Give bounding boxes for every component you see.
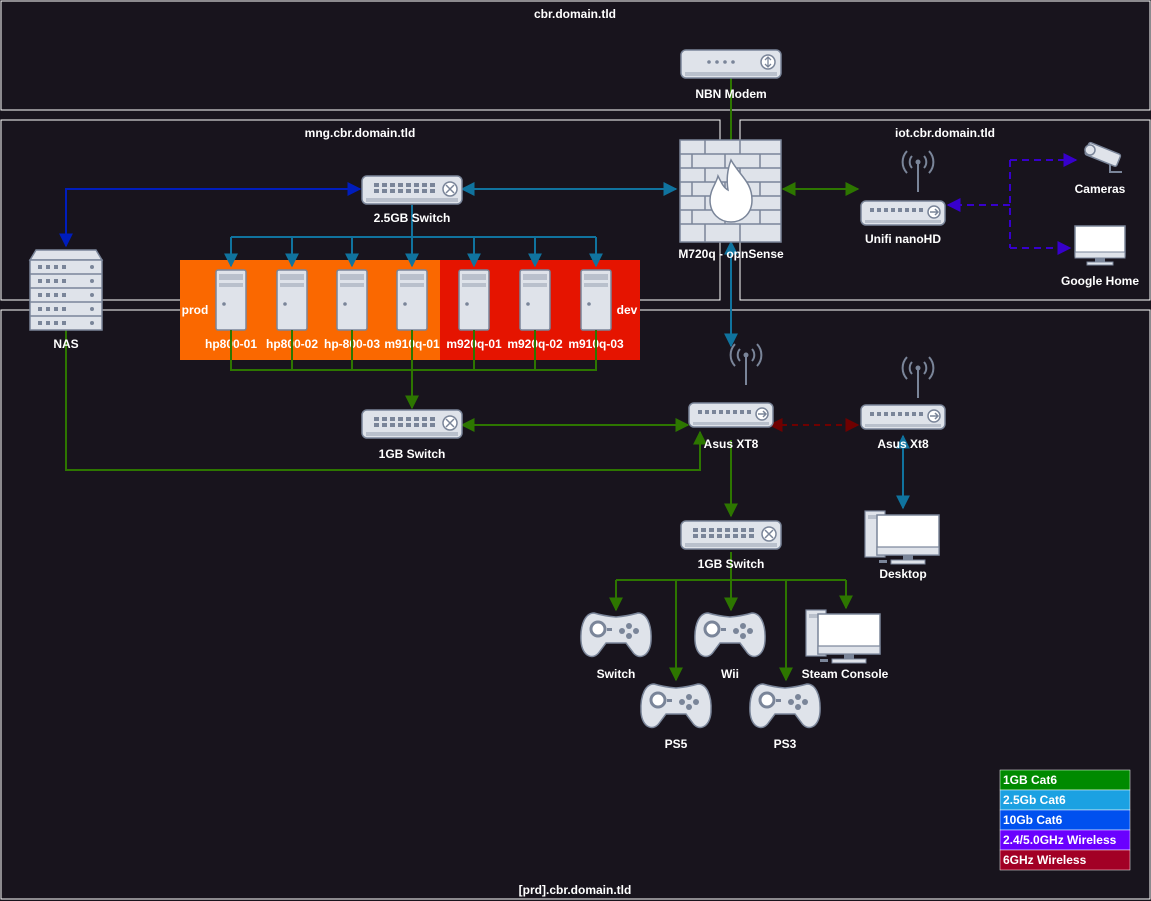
legend-label: 2.4/5.0GHz Wireless xyxy=(1003,833,1117,847)
link-servers-green-drops xyxy=(291,330,536,370)
server-icon-m910q-01[interactable] xyxy=(396,269,428,331)
switch-1gb-icon[interactable] xyxy=(361,409,463,439)
legend: 1GB Cat6 2.5Gb Cat6 10Gb Cat6 2.4/5.0GHz Wi… xyxy=(999,769,1131,871)
firewall-icon[interactable] xyxy=(679,139,782,243)
asus-node-label: Asus Xt8 xyxy=(877,437,929,451)
switch-25gb-icon[interactable] xyxy=(361,175,463,205)
ps5-icon[interactable] xyxy=(639,682,713,729)
switch-1gb-label: 1GB Switch xyxy=(379,447,446,461)
camera-icon[interactable] xyxy=(1084,141,1122,173)
server-icon-hp800-01[interactable] xyxy=(215,269,247,331)
switch-1gb-b-label: 1GB Switch xyxy=(698,557,765,571)
links xyxy=(59,78,1078,682)
dev-group-label: dev xyxy=(617,303,638,317)
server-icon-hp-800-03[interactable] xyxy=(336,269,368,331)
switch-25gb-label: 2.5GB Switch xyxy=(374,211,451,225)
desktop-icon[interactable] xyxy=(864,510,940,565)
nas-icon[interactable] xyxy=(28,249,104,331)
ps3-label: PS3 xyxy=(774,737,797,751)
server-icon-m910q-03[interactable] xyxy=(580,269,612,331)
legend-label: 2.5Gb Cat6 xyxy=(1003,793,1066,807)
firewall-label: M720q - opnSense xyxy=(678,247,784,261)
link-nas-asus xyxy=(65,320,707,471)
google-home-icon[interactable] xyxy=(1074,225,1126,266)
legend-swatch xyxy=(999,849,1131,871)
steam-console-label: Steam Console xyxy=(802,667,889,681)
switch-1gb-b-icon[interactable] xyxy=(680,520,782,550)
zone-title-iot: iot.cbr.domain.tld xyxy=(895,126,995,140)
prod-group-label: prod xyxy=(182,303,209,317)
switch-console-icon[interactable] xyxy=(579,611,653,658)
ps5-label: PS5 xyxy=(665,737,688,751)
asus-main-antenna-icon xyxy=(729,343,763,386)
link-nas-switch25 xyxy=(59,182,362,248)
unifi-label: Unifi nanoHD xyxy=(865,232,941,246)
legend-label: 6GHz Wireless xyxy=(1003,853,1087,867)
asus-node-antenna-icon xyxy=(901,356,935,399)
cameras-label: Cameras xyxy=(1075,182,1126,196)
legend-label: 10Gb Cat6 xyxy=(1003,813,1063,827)
zone-title-cbr: cbr.domain.tld xyxy=(534,7,616,21)
asus-main-icon[interactable] xyxy=(688,402,774,428)
modem-icon[interactable] xyxy=(680,49,782,79)
switch-console-label: Switch xyxy=(597,667,636,681)
asus-main-label: Asus XT8 xyxy=(704,437,759,451)
zone-title-mng: mng.cbr.domain.tld xyxy=(305,126,416,140)
unifi-icon[interactable] xyxy=(860,200,946,226)
desktop-label: Desktop xyxy=(879,567,926,581)
steam-console-icon[interactable] xyxy=(805,609,881,664)
server-icon-hp800-02[interactable] xyxy=(276,269,308,331)
legend-label: 1GB Cat6 xyxy=(1003,773,1057,787)
unifi-antenna-icon xyxy=(901,150,935,193)
server-icon-m920q-01[interactable] xyxy=(458,269,490,331)
ps3-icon[interactable] xyxy=(748,682,822,729)
link-servers-green-bus xyxy=(230,330,597,371)
zone-title-prd: [prd].cbr.domain.tld xyxy=(519,883,632,897)
server-icon-m920q-02[interactable] xyxy=(519,269,551,331)
zone-cbr xyxy=(0,0,1151,111)
nas-label: NAS xyxy=(53,337,78,351)
google-home-label: Google Home xyxy=(1061,274,1139,288)
wii-label: Wii xyxy=(721,667,739,681)
wii-icon[interactable] xyxy=(693,611,767,658)
modem-label: NBN Modem xyxy=(695,87,766,101)
zone-prd xyxy=(0,309,1151,900)
asus-node-icon[interactable] xyxy=(860,404,946,430)
